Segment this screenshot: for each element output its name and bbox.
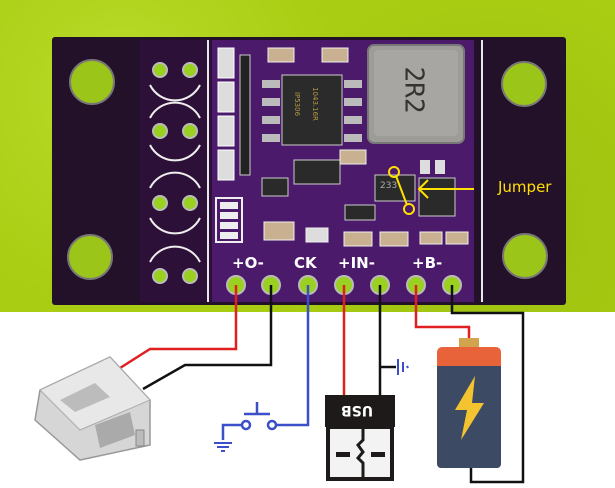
pin-label-ck: CK [294,254,317,272]
pin-label-output: +O- [232,254,264,272]
smd-cap-1 [267,47,295,63]
smd-leds [217,47,251,181]
power-ic [281,74,343,146]
ground-icon-button [214,442,232,452]
smd-cap-2 [321,47,349,63]
push-button-icon [221,402,278,440]
usb-plug-icon [325,395,395,481]
wire-bat-plus [414,285,471,338]
jumper-line [395,175,408,206]
ic-marking-2: 1043.16R [310,87,319,121]
wire-ck [276,285,310,427]
battery-level-silkscreen [215,197,243,243]
mount-hole-tl [69,59,115,105]
jumper-pad-top [388,166,400,178]
jumper-arrow-head [417,179,429,199]
wire-out-minus [142,285,273,391]
wires [119,285,525,484]
jumper-label: Jumper [498,178,552,196]
pin-label-battery: +B- [412,254,443,272]
ic-pins [262,80,362,142]
sot-marking: 233 [380,181,398,191]
mount-hole-tr [501,61,547,107]
mount-hole-br [502,233,548,279]
wire-bat-minus [450,285,525,484]
usb-plug-label: USB [341,402,374,418]
mount-hole-bl [67,234,113,280]
pin-label-input: +IN- [338,254,375,272]
smd-components [261,149,469,247]
inductor-marking: 2R2 [398,66,429,114]
ground-icon-usb [397,359,409,375]
ic-marking-1: IP5306 [293,91,302,117]
jumper-annotation [388,166,474,215]
led-footprints [149,62,201,284]
usb-socket-icon [34,356,151,461]
lightning-bolt-icon [455,376,484,440]
inductor-face [374,50,458,136]
battery-icon [437,338,501,468]
wire-out-plus [119,285,238,370]
pcb-left-strip [140,40,212,302]
jumper-pad-bottom [403,203,415,215]
